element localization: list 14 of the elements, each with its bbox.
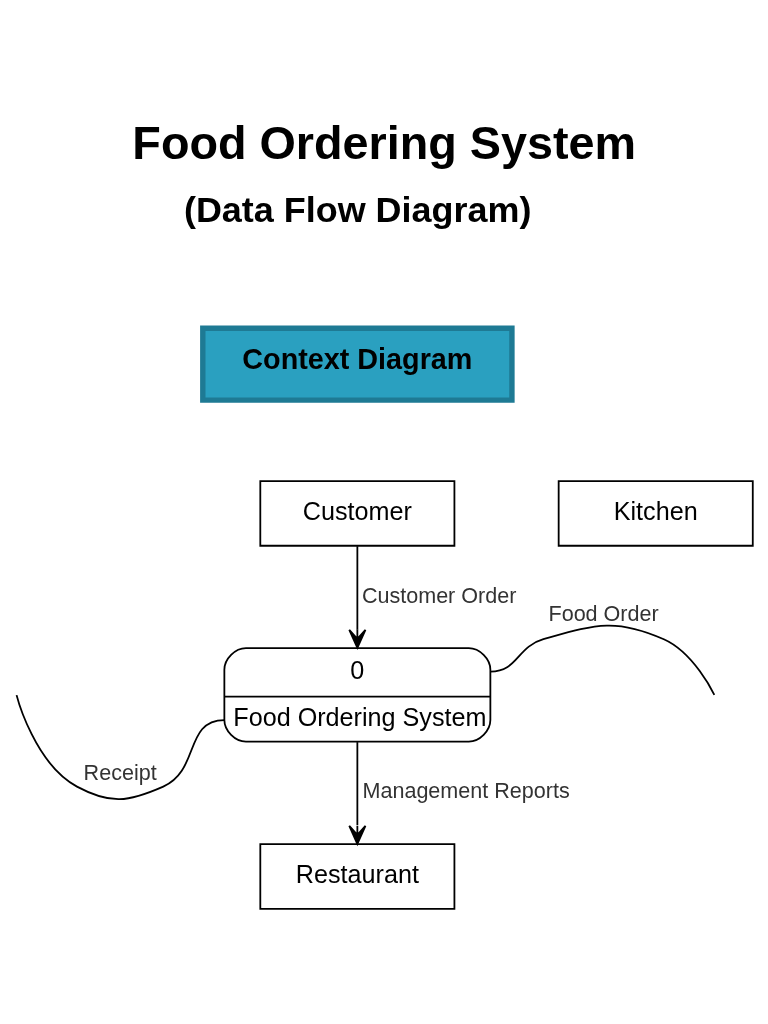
edge-label: Receipt	[83, 759, 157, 785]
node-box: Restaurant	[259, 842, 456, 910]
diagram-title: Food Ordering System	[132, 116, 636, 169]
connector	[489, 624, 716, 696]
edge-label: Food Order	[548, 600, 659, 626]
node-box: Kitchen	[557, 479, 754, 547]
edge-label: Customer Order	[361, 582, 517, 608]
node-box: Context Diagram	[200, 325, 515, 403]
arrow	[348, 544, 367, 649]
node-box: Customer	[259, 479, 456, 547]
edge-label: Management Reports	[362, 777, 570, 803]
arrow	[348, 740, 367, 845]
label: (Data Flow Diagram)	[183, 188, 532, 230]
connector	[15, 693, 226, 800]
